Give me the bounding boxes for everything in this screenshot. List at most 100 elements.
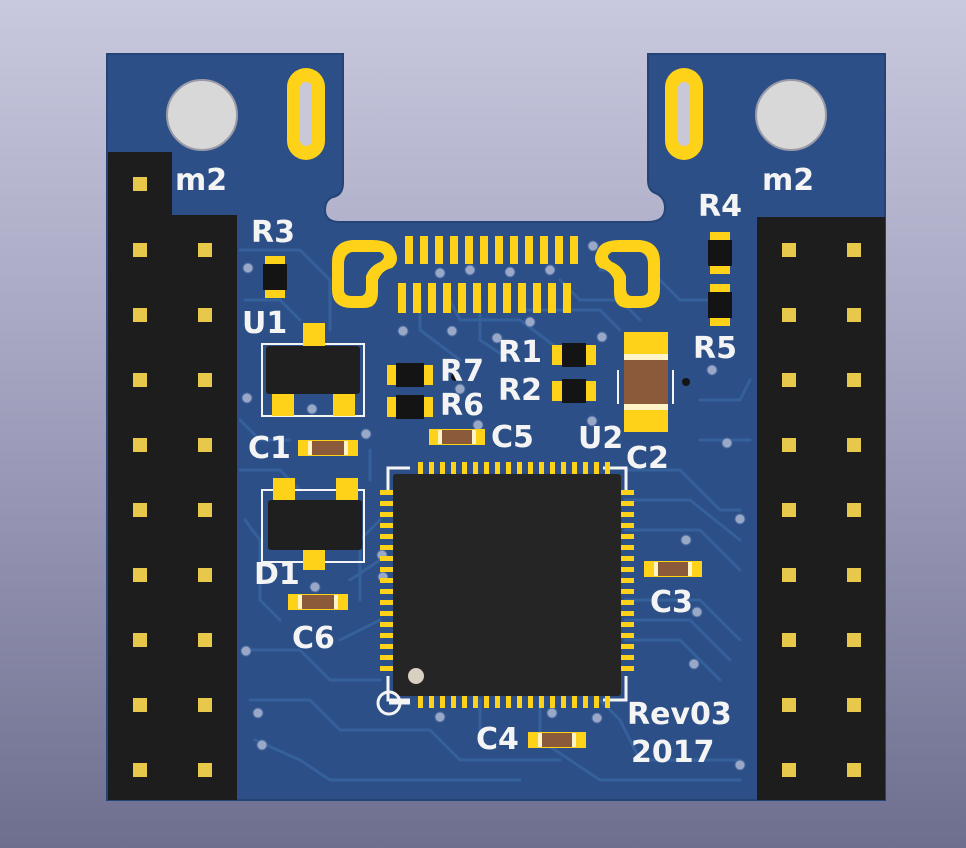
chip-u1 [261, 323, 365, 417]
usb-pad [563, 283, 571, 313]
usb-pad [540, 236, 548, 264]
qfn-pad [594, 462, 599, 476]
header-pin [133, 373, 147, 387]
qfn-pad [380, 644, 395, 649]
qfn-pad [583, 462, 588, 476]
label-c5: C5 [491, 420, 534, 455]
qfn-pad [380, 655, 395, 660]
label-r5: R5 [693, 331, 737, 366]
capacitor-c6 [288, 594, 348, 610]
label-r2: R2 [498, 373, 542, 408]
header-pin [133, 308, 147, 322]
qfn-pad [473, 462, 478, 476]
usb-pad [398, 283, 406, 313]
qfn-pad [473, 694, 478, 708]
qfn-pad [380, 545, 395, 550]
pcb-outline [106, 53, 886, 801]
qfn-pad [550, 462, 555, 476]
usb-pad [525, 236, 533, 264]
header-pin [782, 308, 796, 322]
header-pin [847, 308, 861, 322]
qfn-pad [561, 694, 566, 708]
label-m2-left: m2 [175, 163, 228, 198]
header-pin [133, 698, 147, 712]
capacitor-c4 [528, 732, 586, 748]
usb-pad [480, 236, 488, 264]
qfn-pad [380, 567, 395, 572]
qfn-pad [380, 534, 395, 539]
label-c1: C1 [248, 431, 291, 466]
usb-pad [428, 283, 436, 313]
qfn-pad [380, 633, 395, 638]
label-r3: R3 [251, 215, 295, 250]
usb-pad [510, 236, 518, 264]
qfn-pad [539, 462, 544, 476]
label-r7: R7 [440, 354, 484, 389]
usb-pad [420, 236, 428, 264]
qfn-pad [619, 666, 634, 671]
qfn-pad [380, 600, 395, 605]
qfn-pad [605, 694, 610, 708]
qfn-pad [380, 666, 395, 671]
qfn-pad [619, 512, 634, 517]
qfn-pad [380, 512, 395, 517]
qfn-pad [619, 589, 634, 594]
header-pin [847, 243, 861, 257]
capacitor-c3 [644, 561, 702, 577]
header-pin [133, 438, 147, 452]
label-revision: Rev03 [627, 697, 732, 732]
qfn-pad [517, 462, 522, 476]
qfn-pad [517, 694, 522, 708]
resistor-r3 [263, 256, 287, 298]
qfn-pad [440, 462, 445, 476]
qfn-pad [572, 462, 577, 476]
qfn-pad [528, 694, 533, 708]
qfn-pad [619, 600, 634, 605]
header-pin [198, 243, 212, 257]
qfn-pad [619, 523, 634, 528]
label-r1: R1 [498, 335, 542, 370]
header-pin [782, 373, 796, 387]
header-pin [847, 698, 861, 712]
header-pin [847, 633, 861, 647]
qfn-pad [451, 462, 456, 476]
qfn-pad [380, 556, 395, 561]
capacitor-c5 [429, 429, 485, 445]
usb-pad [555, 236, 563, 264]
label-c2: C2 [626, 441, 669, 476]
usb-pad [405, 236, 413, 264]
mounting-hole-icon [166, 79, 238, 151]
usb-pad [488, 283, 496, 313]
qfn-pad [619, 556, 634, 561]
header-pin [133, 568, 147, 582]
qfn-pad [440, 694, 445, 708]
qfn-pad [550, 694, 555, 708]
qfn-pad [539, 694, 544, 708]
resistor-r1 [552, 343, 596, 367]
usb-pad [570, 236, 578, 264]
header-pin [847, 503, 861, 517]
header-pin [133, 243, 147, 257]
left-pin-header [108, 152, 237, 800]
header-pin [847, 373, 861, 387]
usb-pad [503, 283, 511, 313]
qfn-pad [619, 611, 634, 616]
qfn-pad [380, 501, 395, 506]
label-c3: C3 [650, 585, 693, 620]
header-pin [198, 698, 212, 712]
qfn-pad [484, 694, 489, 708]
qfn-pad [605, 462, 610, 476]
header-pin [198, 568, 212, 582]
qfn-pad [429, 462, 434, 476]
mounting-hole-icon [755, 79, 827, 151]
label-m2-right: m2 [762, 163, 815, 198]
qfn-pad [380, 611, 395, 616]
header-pin [198, 633, 212, 647]
qfn-pad [572, 694, 577, 708]
usb-pad [458, 283, 466, 313]
qfn-pad [418, 462, 423, 476]
usb-connector-icon [332, 236, 660, 313]
usb-pad [495, 236, 503, 264]
header-pin [782, 438, 796, 452]
